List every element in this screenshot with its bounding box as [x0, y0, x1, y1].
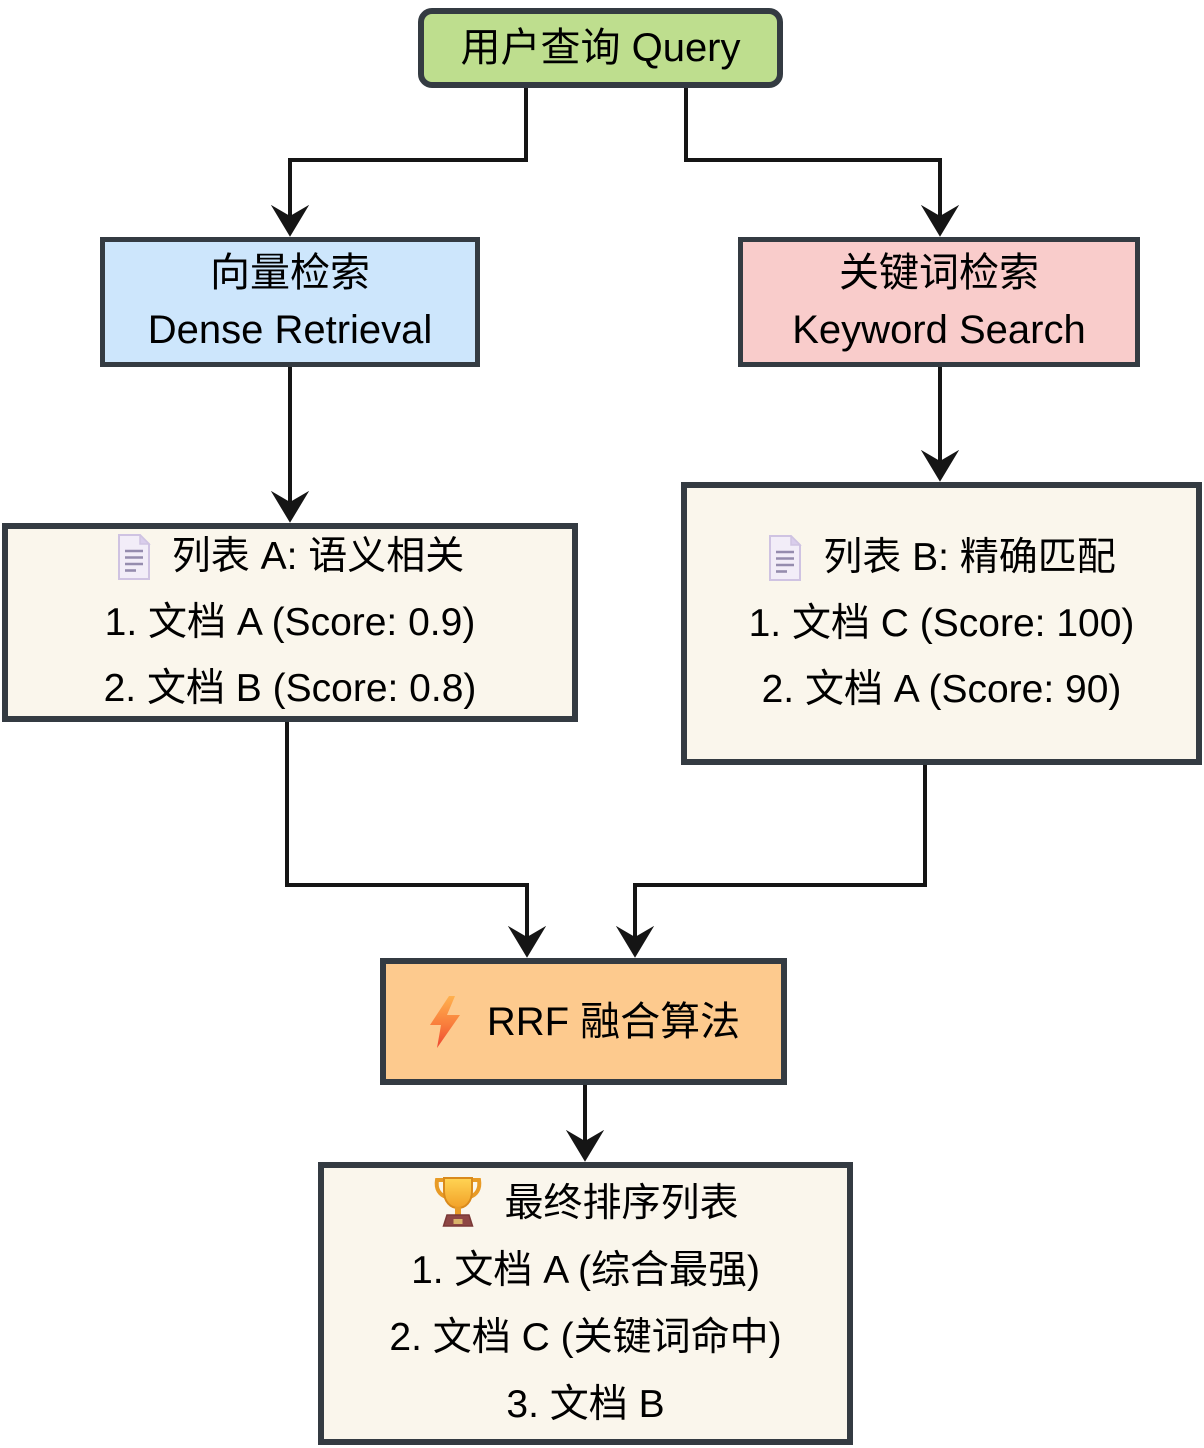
document-icon	[116, 533, 152, 580]
node-keyword-search-label-en: Keyword Search	[792, 308, 1086, 352]
node-list-a-item: 1. 文档 A (Score: 0.9)	[104, 600, 476, 644]
node-list-a: 列表 A: 语义相关 1. 文档 A (Score: 0.9) 2. 文档 B …	[2, 523, 578, 722]
node-list-b: 列表 B: 精确匹配 1. 文档 C (Score: 100) 2. 文档 A …	[681, 482, 1202, 765]
node-list-a-title-row: 列表 A: 语义相关	[116, 524, 465, 590]
node-final-title: 最终排序列表	[504, 1181, 739, 1225]
node-rrf-row: RRF 融合算法	[427, 989, 740, 1055]
node-final-item: 3. 文档 B	[506, 1382, 665, 1426]
node-keyword-search: 关键词检索 Keyword Search	[738, 237, 1140, 367]
node-list-b-title: 列表 B: 精确匹配	[823, 535, 1116, 579]
node-keyword-search-label-zh: 关键词检索	[839, 251, 1039, 295]
node-list-b-item: 1. 文档 C (Score: 100)	[748, 601, 1135, 645]
node-dense-retrieval-label-zh: 向量检索	[210, 251, 370, 295]
document-icon	[767, 534, 803, 581]
node-rrf-label: RRF 融合算法	[486, 999, 741, 1044]
node-list-b-item: 2. 文档 A (Score: 90)	[761, 667, 1122, 711]
node-final-item: 1. 文档 A (综合最强)	[411, 1248, 760, 1292]
lightning-icon	[427, 995, 463, 1048]
node-dense-retrieval-label-en: Dense Retrieval	[147, 308, 433, 352]
node-dense-retrieval: 向量检索 Dense Retrieval	[100, 237, 480, 367]
edge-query-keyword	[684, 88, 960, 237]
node-rrf-fusion: RRF 融合算法	[380, 958, 787, 1085]
trophy-icon	[432, 1176, 484, 1230]
node-list-a-item: 2. 文档 B (Score: 0.8)	[103, 666, 477, 710]
edge-listb-rrf	[615, 765, 927, 958]
node-user-query: 用户查询 Query	[418, 8, 783, 88]
node-list-b-title-row: 列表 B: 精确匹配	[767, 525, 1116, 591]
edge-query-dense	[270, 88, 528, 237]
node-final-ranking: 最终排序列表 1. 文档 A (综合最强) 2. 文档 C (关键词命中) 3.…	[318, 1162, 853, 1445]
edge-lista-rrf	[285, 722, 547, 958]
node-user-query-label: 用户查询 Query	[460, 26, 741, 70]
node-final-item: 2. 文档 C (关键词命中)	[389, 1315, 782, 1359]
node-list-a-title: 列表 A: 语义相关	[171, 534, 465, 578]
node-final-title-row: 最终排序列表	[432, 1170, 739, 1237]
